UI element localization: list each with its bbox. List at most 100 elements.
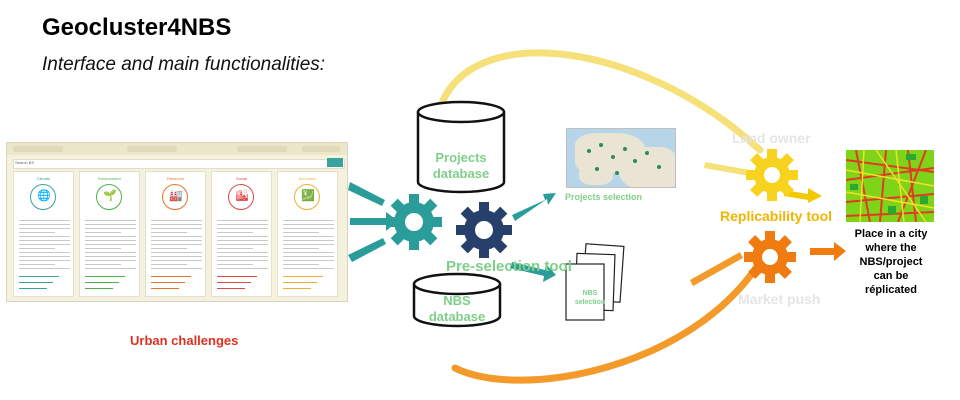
challenge-card-text-line	[217, 256, 268, 258]
challenge-card-text-line	[217, 224, 268, 226]
factory-icon: 🏭	[169, 190, 183, 202]
challenge-card: Economic 💹	[277, 171, 338, 297]
challenge-card-text-line	[85, 228, 136, 230]
challenge-card: Climate🌐	[13, 171, 74, 297]
challenge-card-text-line	[217, 236, 268, 238]
challenge-card-text-line	[151, 260, 202, 262]
nbs-selection-pages-icon	[565, 243, 625, 321]
challenge-card-text-line	[151, 220, 202, 222]
challenge-card-text-line	[283, 260, 334, 262]
nbs-database-label-line2: database	[428, 309, 486, 324]
challenge-card: Resource 🏭	[145, 171, 206, 297]
challenge-card-text-line	[19, 260, 70, 262]
nbs-database-label: NBS database	[414, 293, 500, 325]
challenge-card-text-line	[151, 224, 202, 226]
challenge-card-text-line	[19, 220, 70, 222]
challenge-card-text-line	[151, 236, 202, 238]
projects-map	[566, 128, 676, 188]
preselection-tool-label: Pre-selection tool	[446, 258, 572, 275]
challenge-card-link	[283, 282, 317, 284]
screenshot-search-label: Search BS	[15, 160, 35, 165]
challenge-card: Environment🌱	[79, 171, 140, 297]
challenge-card-text-line	[19, 232, 55, 234]
challenge-card-text-line	[19, 228, 70, 230]
challenge-card-badge	[162, 184, 188, 210]
screenshot-tab-bar	[7, 143, 347, 155]
challenge-card-text-line	[85, 220, 136, 222]
map-land	[579, 165, 613, 185]
challenge-card-text-line	[217, 232, 253, 234]
input-arrow-1	[348, 182, 385, 206]
place-label-line2: where the	[865, 242, 917, 254]
map-pin	[599, 143, 603, 147]
projects-database-label-line1: Projects	[435, 150, 487, 165]
orange-gear-icon	[744, 231, 796, 283]
replicability-tool-label: Replicability tool	[720, 208, 833, 224]
place-in-city-label: Place in a city where the NBS/project ca…	[846, 227, 936, 297]
map-pin	[587, 149, 591, 153]
challenge-card-text-line	[85, 260, 136, 262]
growth-icon: 💹	[301, 190, 315, 202]
challenge-card-text-line	[19, 240, 70, 242]
challenge-card-link	[85, 282, 119, 284]
nbs-database-icon	[412, 272, 502, 328]
challenge-card-link	[217, 282, 251, 284]
projects-database-label-line2: database	[432, 166, 490, 181]
projects-selection-label: Projects selection	[565, 192, 643, 202]
challenge-card-badge	[228, 184, 254, 210]
challenge-card-title: Resource	[166, 176, 185, 181]
map-pin	[657, 165, 661, 169]
challenge-card-text-line	[217, 252, 268, 254]
challenge-card-title: Economic	[298, 176, 317, 181]
challenge-card-text-line	[283, 240, 334, 242]
challenge-card-text-line	[151, 232, 187, 234]
nbs-selection-label: NBS selection	[570, 289, 610, 307]
orange-arrows	[690, 242, 846, 286]
challenge-card-text-line	[217, 220, 268, 222]
yellow-curve	[436, 49, 764, 154]
place-label-line4: can be	[873, 270, 909, 282]
city-icon: 🏙	[235, 190, 249, 202]
place-label-line1: Place in a city	[854, 228, 928, 240]
challenge-card-badge	[30, 184, 56, 210]
challenge-card-text-line	[151, 228, 202, 230]
challenge-card-text-line	[151, 252, 202, 254]
challenge-card-text-line	[217, 240, 268, 242]
challenge-card-link	[151, 276, 191, 278]
challenge-card-text-line	[85, 224, 136, 226]
challenge-card-text-line	[19, 264, 55, 266]
challenge-card-text-line	[217, 264, 253, 266]
land-owner-label: Land owner	[732, 130, 811, 146]
screenshot-tab	[13, 146, 63, 152]
challenge-card-text-line	[283, 248, 319, 250]
urban-challenges-label: Urban challenges	[130, 333, 239, 348]
challenge-card-text-line	[283, 224, 334, 226]
challenge-card-text-line	[283, 268, 334, 270]
challenge-card-link	[217, 276, 257, 278]
challenge-card-link	[19, 276, 59, 278]
challenge-card-text-line	[283, 228, 334, 230]
challenge-card-title: Social	[236, 176, 247, 181]
projects-database-label: Projects database	[418, 150, 504, 182]
challenge-card-text-line	[217, 228, 268, 230]
map-pin	[595, 167, 599, 171]
page-subtitle: Interface and main functionalities:	[42, 54, 326, 75]
screenshot-tab	[127, 146, 177, 152]
market-push-label: Market push	[738, 291, 821, 307]
challenge-card-link	[283, 276, 323, 278]
map-pin	[645, 151, 649, 155]
challenge-card-text-line	[151, 248, 187, 250]
challenge-card-text-line	[19, 224, 70, 226]
challenge-card-text-line	[283, 252, 334, 254]
challenge-card-text-line	[217, 244, 268, 246]
challenge-card-text-line	[85, 268, 136, 270]
challenge-card-badge	[96, 184, 122, 210]
challenge-card-link	[151, 282, 185, 284]
navy-gear-icon	[456, 202, 512, 258]
challenge-card-text-line	[85, 248, 121, 250]
challenge-card-link	[85, 276, 125, 278]
challenge-card-text-line	[151, 240, 202, 242]
screenshot-search-button	[327, 158, 343, 167]
map-pin	[615, 171, 619, 175]
challenge-card-text-line	[283, 256, 334, 258]
